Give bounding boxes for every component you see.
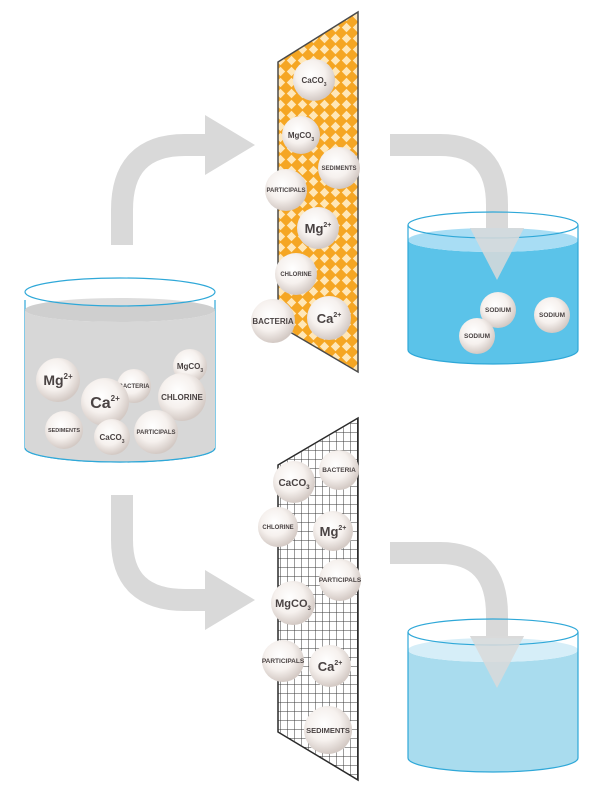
particle-label: CHLORINE xyxy=(262,525,293,531)
particle-label: CHLORINE xyxy=(280,272,311,278)
svg-text:Mg2+: Mg2+ xyxy=(305,221,332,236)
svg-text:CaCO3: CaCO3 xyxy=(301,76,326,88)
particle-label: Mg xyxy=(320,524,339,539)
particle-ball: BACTERIA xyxy=(319,450,359,490)
particle-label: SEDIMENTS xyxy=(321,166,356,172)
arrow-right-icon xyxy=(205,570,255,630)
svg-text:Mg2+: Mg2+ xyxy=(43,372,73,388)
particle-label: MgCO xyxy=(177,362,201,371)
source-beaker: Mg2+ BACTERIA MgCO3 Ca2+ CHLORINE SEDIME… xyxy=(24,277,216,463)
particle-ball: CHLORINE xyxy=(275,253,317,295)
particle-ball: Mg2+ xyxy=(36,358,80,402)
particle-ball: SODIUM xyxy=(534,297,570,333)
particle-ball: Mg2+ xyxy=(297,207,339,249)
particle-label: PARTICIPALS xyxy=(266,188,305,194)
svg-text:CaCO3: CaCO3 xyxy=(99,433,124,445)
particle-label: MgCO xyxy=(288,131,312,140)
particle-label: Mg xyxy=(305,221,324,236)
particle-label: Mg xyxy=(43,372,63,388)
grid-filter: CaCO3 BACTERIA CHLORINE Mg2+ PARTICIPALS… xyxy=(258,416,362,782)
arrow-right-icon xyxy=(111,134,212,245)
particle-label: Ca xyxy=(318,659,335,674)
clean-beaker xyxy=(407,618,579,773)
particle-label: PARTICIPALS xyxy=(136,430,175,436)
particle-ball: CHLORINE xyxy=(158,373,206,421)
particle-label: SEDIMENTS xyxy=(48,428,80,434)
particle-ball: CHLORINE xyxy=(258,507,298,547)
particle-label: CaCO xyxy=(99,433,121,442)
particle-ball: SEDIMENTS xyxy=(45,411,83,449)
arrow-down-icon xyxy=(390,134,508,232)
orange-filter: CaCO3 MgCO3 SEDIMENTS PARTICIPALS Mg2+ C… xyxy=(251,10,360,374)
svg-text:Ca2+: Ca2+ xyxy=(317,311,342,326)
particle-ball: PARTICIPALS xyxy=(134,410,178,454)
particle-label: MgCO xyxy=(275,598,308,610)
particle-ball: CaCO3 xyxy=(94,419,130,455)
light-water xyxy=(408,650,578,772)
particle-label: BACTERIA xyxy=(252,317,294,326)
particle-ball: BACTERIA xyxy=(251,299,295,343)
particle-ball: SODIUM xyxy=(459,318,495,354)
particle-label: SODIUM xyxy=(464,333,490,340)
arrow-down-icon xyxy=(470,228,524,280)
svg-text:CaCO3: CaCO3 xyxy=(278,478,310,491)
particle-label: CHLORINE xyxy=(161,393,203,402)
particle-label: SEDIMENTS xyxy=(306,726,350,735)
particle-ball: PARTICIPALS xyxy=(265,169,307,211)
particle-label: BACTERIA xyxy=(322,467,356,474)
particle-ball: MgCO3 xyxy=(271,581,315,625)
arrow-right-icon xyxy=(111,495,212,611)
svg-text:Mg2+: Mg2+ xyxy=(320,524,347,539)
arrow-down-icon xyxy=(390,542,508,640)
particle-label: CaCO xyxy=(301,76,323,85)
particle-ball: PARTICIPALS xyxy=(262,640,305,682)
particle-ball: Ca2+ xyxy=(81,378,129,426)
svg-text:MgCO3: MgCO3 xyxy=(288,131,315,143)
particle-ball: Ca2+ xyxy=(309,645,351,687)
particle-ball: CaCO3 xyxy=(293,59,335,101)
svg-text:Ca2+: Ca2+ xyxy=(318,659,343,674)
particle-label: BACTERIA xyxy=(119,384,151,390)
particle-ball: Mg2+ xyxy=(313,511,353,551)
particle-label: Ca xyxy=(317,311,334,326)
particle-ball: MgCO3 xyxy=(282,116,320,154)
particle-ball: Ca2+ xyxy=(307,296,351,340)
svg-text:Ca2+: Ca2+ xyxy=(90,394,120,412)
particle-label: SODIUM xyxy=(485,307,511,314)
particle-label: CaCO xyxy=(278,478,306,489)
particle-label: Ca xyxy=(90,395,111,412)
arrow-right-icon xyxy=(205,115,255,175)
arrows xyxy=(111,115,524,688)
particle-label: SODIUM xyxy=(539,312,565,319)
arrow-down-icon xyxy=(470,636,524,688)
particle-label: PARTICIPALS xyxy=(262,658,305,665)
particle-ball: PARTICIPALS xyxy=(319,559,362,601)
particle-ball: SEDIMENTS xyxy=(304,706,352,754)
svg-text:MgCO3: MgCO3 xyxy=(275,598,311,612)
particle-ball: CaCO3 xyxy=(273,461,315,503)
particle-ball: SODIUM xyxy=(480,292,516,328)
particle-label: PARTICIPALS xyxy=(319,577,362,584)
particle-ball: SEDIMENTS xyxy=(318,147,360,189)
svg-text:MgCO3: MgCO3 xyxy=(177,362,204,374)
